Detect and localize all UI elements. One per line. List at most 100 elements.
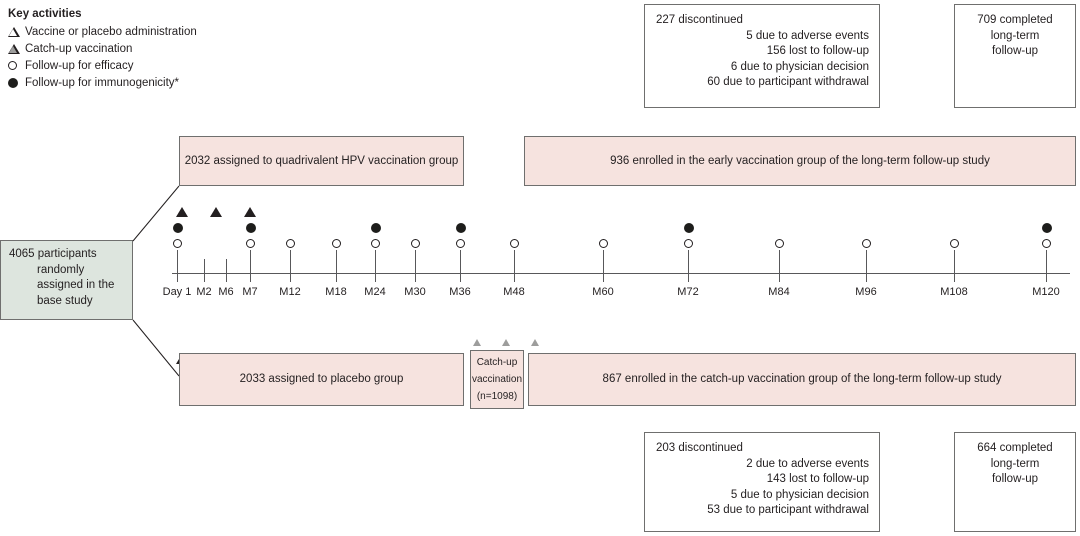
timeline-tick-label: M6: [218, 286, 234, 298]
triangle-open-icon: [210, 190, 222, 217]
legend-title: Key activities: [8, 8, 82, 20]
legend-item-label: Follow-up for efficacy: [25, 59, 134, 72]
triangle-open-icon: [8, 26, 25, 37]
timeline-tick-label: M7: [242, 286, 258, 298]
placebo-dose-triangles: [176, 337, 256, 364]
completed-bottom-line: 664 completed: [977, 442, 1053, 454]
circle-filled-icon: [1041, 223, 1052, 233]
timeline-tick-label: M18: [325, 286, 347, 298]
timeline-tick: [250, 250, 252, 282]
completed-top-line: follow-up: [991, 45, 1039, 57]
legend-item-vaccine-administration: Vaccine or placebo administration: [8, 23, 288, 40]
timeline-tick-label: M120: [1032, 286, 1060, 298]
discontinued-top-reason: 60 due to participant withdrawal: [707, 76, 869, 88]
catchup-line: (n=1098): [476, 391, 518, 402]
timeline-tick: [290, 250, 292, 282]
vaccine-assigned-label: 2032 assigned to quadrivalent HPV vaccin…: [184, 154, 459, 167]
timeline-tick: [415, 250, 417, 282]
timeline-tick-label: M96: [855, 286, 877, 298]
completed-bottom-line: long-term: [990, 457, 1040, 470]
circle-open-icon: [950, 239, 959, 248]
discontinued-bottom-reason: 143 lost to follow-up: [766, 473, 869, 485]
discontinued-bottom-box: 203 discontinued 2 due to adverse events…: [644, 432, 880, 532]
timeline-tick-label: M48: [503, 286, 525, 298]
timeline-tick: [514, 250, 516, 282]
circle-open-icon: [775, 239, 784, 248]
discontinued-top-reason: 5 due to adverse events: [746, 29, 869, 42]
circle-open-icon: [8, 61, 25, 70]
completed-bottom-line: follow-up: [991, 473, 1039, 485]
legend-item-followup-immunogenicity: Follow-up for immunogenicity*: [8, 74, 288, 91]
enrollment-line: 4065 participants: [9, 248, 97, 260]
timeline-axis: [172, 273, 1070, 275]
timeline-tick: [688, 250, 690, 282]
catchup-vaccination-box: Catch-up vaccination (n=1098): [470, 350, 524, 409]
completed-top-line: 709 completed: [977, 14, 1053, 26]
timeline-tick: [204, 259, 206, 282]
timeline-tick: [779, 250, 781, 282]
timeline-tick-label: M36: [449, 286, 471, 298]
circle-filled-icon: [370, 223, 381, 233]
discontinued-top-header: 227 discontinued: [656, 14, 743, 26]
circle-filled-icon: [683, 223, 694, 233]
timeline-tick: [866, 250, 868, 282]
timeline-tick: [336, 250, 338, 282]
circle-open-icon: [599, 239, 608, 248]
catchup-line: Catch-up: [476, 357, 518, 368]
legend-item-catchup-vaccination: Catch-up vaccination: [8, 40, 288, 57]
placebo-assigned-label: 2033 assigned to placebo group: [239, 373, 404, 385]
timeline-tick-label: M72: [677, 286, 699, 298]
circle-open-icon: [411, 239, 420, 248]
discontinued-bottom-header: 203 discontinued: [656, 442, 743, 454]
legend-item-label: Catch-up vaccination: [25, 42, 133, 55]
catchup-longterm-bar: 867 enrolled in the catch-up vaccination…: [528, 353, 1076, 406]
catchup-line: vaccination: [471, 374, 523, 385]
discontinued-top-reason: 6 due to physician decision: [730, 60, 869, 73]
timeline-tick-label: Day 1: [162, 286, 192, 298]
completed-bottom-box: 664 completed long-term follow-up: [954, 432, 1076, 532]
enrollment-line: randomly: [37, 263, 85, 276]
discontinued-top-box: 227 discontinued 5 due to adverse events…: [644, 4, 880, 108]
circle-open-icon: [246, 239, 255, 248]
circle-open-icon: [1042, 239, 1051, 248]
timeline-tick-label: M30: [404, 286, 426, 298]
enrollment-connectors: [132, 185, 180, 377]
legend: Key activities Vaccine or placebo admini…: [8, 8, 288, 91]
legend-item-followup-efficacy: Follow-up for efficacy: [8, 57, 288, 74]
vaccine-longterm-label: 936 enrolled in the early vaccination gr…: [610, 154, 990, 167]
timeline-tick-label: M108: [940, 286, 968, 298]
discontinued-bottom-reason: 2 due to adverse events: [746, 457, 869, 470]
legend-item-label: Follow-up for immunogenicity*: [25, 76, 180, 89]
circle-open-icon: [173, 239, 182, 248]
catchup-longterm-label: 867 enrolled in the catch-up vaccination…: [602, 373, 1002, 385]
circle-open-icon: [510, 239, 519, 248]
timeline-tick-label: M2: [196, 286, 212, 298]
timeline-tick: [226, 259, 228, 282]
discontinued-top-reason: 156 lost to follow-up: [766, 45, 869, 57]
completed-top-line: long-term: [990, 29, 1040, 42]
circle-open-icon: [862, 239, 871, 248]
timeline-tick-label: M60: [592, 286, 614, 298]
triangle-filled-icon: [8, 43, 25, 54]
triangle-open-icon: [244, 190, 256, 217]
circle-filled-icon: [8, 77, 25, 88]
enrollment-line: assigned in the: [37, 279, 115, 291]
timeline-tick-label: M24: [364, 286, 386, 298]
enrollment-line: base study: [37, 294, 93, 307]
timeline-tick-label: M12: [279, 286, 301, 298]
circle-open-icon: [332, 239, 341, 248]
timeline-tick: [1046, 250, 1048, 282]
vaccine-longterm-bar: 936 enrolled in the early vaccination gr…: [524, 136, 1076, 186]
timeline-tick: [375, 250, 377, 282]
timeline-tick: [954, 250, 956, 282]
circle-open-icon: [371, 239, 380, 248]
circle-filled-icon: [245, 223, 256, 233]
circle-open-icon: [286, 239, 295, 248]
placebo-assigned-bar: 2033 assigned to placebo group: [179, 353, 464, 406]
circle-filled-icon: [172, 223, 183, 233]
discontinued-bottom-reason: 53 due to participant withdrawal: [707, 504, 869, 516]
timeline-tick: [603, 250, 605, 282]
discontinued-bottom-reason: 5 due to physician decision: [730, 488, 869, 501]
enrollment-box: 4065 participants randomly assigned in t…: [0, 240, 133, 320]
